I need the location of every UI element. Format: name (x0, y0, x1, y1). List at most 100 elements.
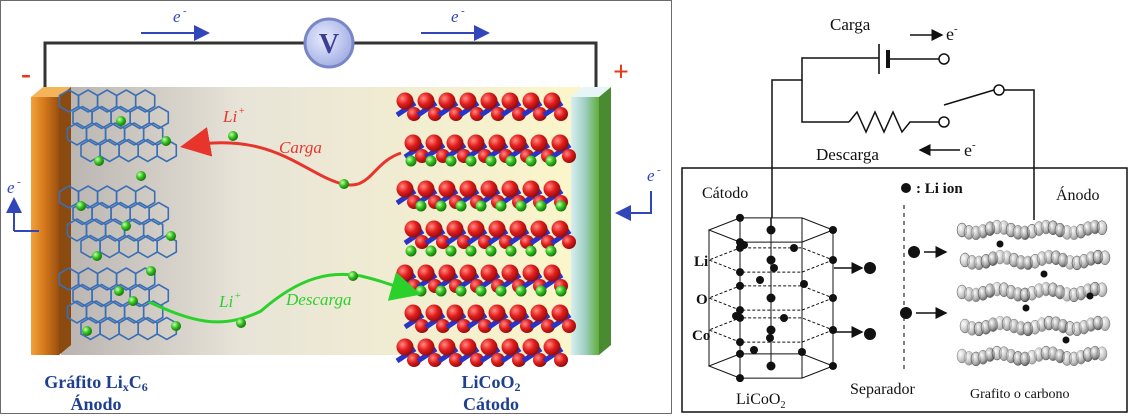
oxygen-atom (417, 180, 435, 198)
svg-text:-: - (17, 176, 21, 188)
li-ion-icon (171, 321, 181, 331)
li-ion-icon (94, 156, 104, 166)
li-ion-icon (348, 271, 358, 281)
li-ion-icon (114, 286, 124, 296)
oxygen-atom (459, 264, 477, 282)
cathode-caption: LiCoO2 Cátodo (461, 372, 520, 414)
oxygen-atom (415, 235, 429, 249)
atom (766, 255, 776, 265)
atom (736, 338, 744, 347)
li-ion-icon (996, 240, 1004, 248)
oxygen-atom (459, 180, 477, 198)
battery-diagram-panel: V e - e - - + e - e - (0, 0, 672, 414)
svg-text:LiCoO2: LiCoO2 (461, 372, 520, 394)
oxygen-atom (480, 92, 498, 110)
oxygen-atom (501, 264, 519, 282)
atom-label-o: O (696, 292, 708, 308)
li-ion-icon (545, 245, 557, 257)
oxygen-atom (543, 92, 561, 110)
anode-label: Ánodo (1056, 185, 1100, 204)
oxygen-atom (522, 92, 540, 110)
atom (736, 349, 744, 358)
discharge-label: Descarga (816, 145, 879, 164)
li-ion-icon (475, 285, 487, 297)
oxygen-atom (501, 338, 519, 356)
arrow-left-icon (615, 191, 652, 221)
atom (780, 314, 788, 322)
carbon-atom (1099, 316, 1111, 331)
oxygen-atom (562, 319, 576, 333)
atom (798, 348, 806, 356)
li-ion-icon (545, 155, 557, 167)
atom (736, 213, 744, 222)
oxygen-atom (428, 353, 442, 367)
oxygen-atom (467, 134, 485, 152)
li-ion-icon (1086, 292, 1094, 300)
oxygen-atom (543, 180, 561, 198)
oxygen-atom (488, 220, 506, 238)
oxygen-atom (533, 107, 547, 121)
oxygen-atom (438, 264, 456, 282)
li-ion-icon (515, 285, 527, 297)
oxygen-atom (396, 92, 414, 110)
li-ion-icon (425, 245, 437, 257)
li-ion-label-top: Li (222, 107, 237, 126)
atom (766, 225, 776, 235)
oxygen-atom (530, 134, 548, 152)
oxygen-atom (533, 353, 547, 367)
oxygen-atom (438, 338, 456, 356)
oxygen-atom (562, 149, 576, 163)
li-ion-icon (535, 200, 547, 212)
li-ion-icon (525, 245, 537, 257)
oxygen-atom (467, 220, 485, 238)
svg-text:+: + (239, 106, 245, 117)
graphite-hex (148, 283, 170, 308)
li-ion-icon (1040, 270, 1048, 278)
atom (766, 334, 774, 342)
li-ion-icon (465, 245, 477, 257)
atom (740, 241, 748, 249)
ions-crossing (834, 246, 948, 340)
li-ion-icon (535, 285, 547, 297)
electron-label-top: e- (946, 23, 958, 44)
graphite-stack (956, 219, 1111, 367)
oxygen-atom (551, 220, 569, 238)
oxygen-atom (480, 180, 498, 198)
graphite-hex (148, 201, 170, 226)
li-ion-icon (505, 245, 517, 257)
li-ion-label-bottom: Li (218, 292, 233, 311)
atom (736, 306, 744, 315)
atom (750, 346, 758, 354)
atom (736, 281, 744, 290)
graphite-hex (142, 218, 164, 242)
carbon-atom (1096, 346, 1108, 361)
circuit-wire-right (354, 41, 598, 87)
oxygen-atom (499, 235, 513, 249)
oxygen-atom (478, 235, 492, 249)
li-ion-icon (455, 285, 467, 297)
li-ion-icon (92, 251, 102, 261)
electron-flow-right-side: e - (615, 164, 661, 221)
oxygen-atom (404, 220, 422, 238)
li-ion-icon (116, 116, 126, 126)
oxygen-atom (407, 353, 421, 367)
oxygen-atom (417, 92, 435, 110)
oxygen-atom (459, 338, 477, 356)
atom (766, 361, 776, 371)
oxygen-atom (404, 304, 422, 322)
li-ion-icon (525, 155, 537, 167)
oxygen-atom (488, 304, 506, 322)
oxygen-atom (449, 107, 463, 121)
oxygen-atom (543, 338, 561, 356)
svg-text:-: - (657, 164, 661, 176)
graphite-hex (148, 105, 170, 130)
oxygen-atom (501, 180, 519, 198)
oxygen-atom (541, 319, 555, 333)
oxygen-atom (415, 149, 429, 163)
oxygen-atom (396, 338, 414, 356)
atom (829, 362, 837, 370)
li-ion-icon (515, 200, 527, 212)
li-ion-icon (455, 200, 467, 212)
svg-text:-: - (183, 5, 187, 17)
oxygen-atom (438, 180, 456, 198)
